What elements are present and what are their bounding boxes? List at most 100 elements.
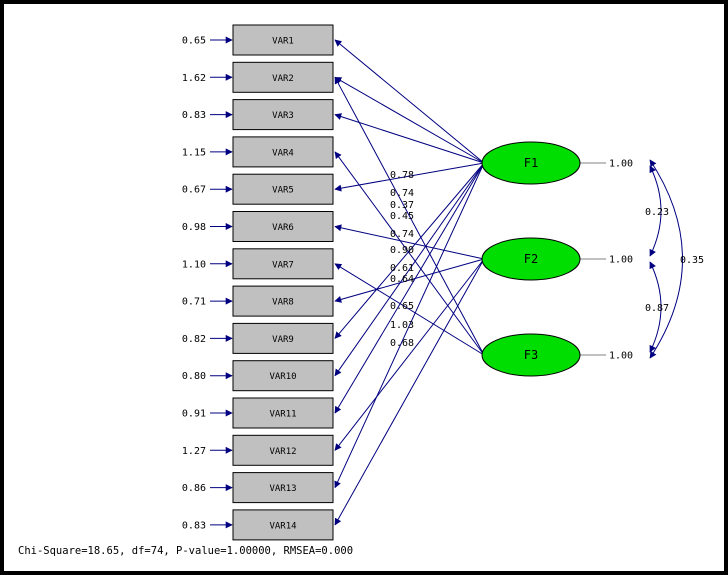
- variable-box: [232, 360, 334, 392]
- loading-path: [334, 162, 485, 377]
- error-variance-label: 0.71: [182, 297, 206, 308]
- path-diagram: 0.230.350.87 VAR10.65VAR21.62VAR30.83VAR…: [182, 24, 704, 541]
- loading-labels: 0.780.740.370.450.740.900.610.640.651.03…: [390, 170, 414, 349]
- factor-ellipse: [481, 237, 581, 281]
- observed-variable: VAR8 0.71: [182, 285, 334, 317]
- loading-coefficient: 0.74: [390, 229, 414, 240]
- loading-coefficient: 0.65: [390, 301, 414, 312]
- error-variance-label: 0.82: [182, 334, 206, 345]
- loading-path: [334, 76, 485, 164]
- observed-variable: VAR5 0.67: [182, 173, 334, 205]
- variable-label: VAR2: [272, 74, 294, 84]
- loading-coefficient: 0.64: [390, 274, 414, 285]
- error-variance-label: 0.91: [182, 409, 206, 420]
- observed-variable: VAR7 1.10: [182, 248, 334, 280]
- observed-variable: VAR9 0.82: [182, 322, 334, 354]
- variable-box: [232, 173, 334, 205]
- variable-box: [232, 397, 334, 429]
- error-variance-label: 0.80: [182, 371, 206, 382]
- variable-box: [232, 248, 334, 280]
- latent-factor: F2 1.00: [481, 237, 633, 281]
- loading-coefficient: 0.37: [390, 200, 414, 211]
- variable-label: VAR13: [269, 484, 296, 494]
- latent-factor: F3 1.00: [481, 333, 633, 377]
- variable-label: VAR8: [272, 298, 294, 308]
- variable-label: VAR9: [272, 335, 294, 345]
- loading-path: [334, 162, 485, 339]
- observed-variable: VAR11 0.91: [182, 397, 334, 429]
- error-variance-label: 1.62: [182, 73, 206, 84]
- loading-coefficient: 1.03: [390, 320, 414, 331]
- variable-label: VAR7: [272, 260, 294, 270]
- loading-path: [334, 258, 485, 526]
- factor-variance-label: 1.00: [609, 159, 633, 170]
- variable-box: [232, 509, 334, 541]
- error-variance-label: 0.98: [182, 222, 206, 233]
- factor-ellipse: [481, 141, 581, 185]
- variable-label: VAR5: [272, 186, 294, 196]
- variable-box: [232, 61, 334, 93]
- observed-variable: VAR2 1.62: [182, 61, 334, 93]
- observed-variable: VAR10 0.80: [182, 360, 334, 392]
- covariance-label: 0.23: [645, 207, 669, 218]
- variable-box: [232, 136, 334, 168]
- covariance-label: 0.35: [680, 255, 704, 266]
- error-variance-label: 1.10: [182, 259, 206, 270]
- loading-path: [334, 113, 485, 164]
- observed-variables: VAR10.65VAR21.62VAR30.83VAR41.15VAR50.67…: [182, 24, 334, 541]
- observed-variable: VAR1 0.65: [182, 24, 334, 56]
- observed-variable: VAR3 0.83: [182, 99, 334, 131]
- observed-variable: VAR6 0.98: [182, 211, 334, 242]
- covariance-arc: [649, 159, 683, 359]
- factor-variance-label: 1.00: [609, 255, 633, 266]
- observed-variable: VAR12 1.27: [182, 434, 334, 466]
- variable-box: [232, 99, 334, 131]
- error-variance-label: 0.83: [182, 520, 206, 531]
- variable-label: VAR6: [272, 223, 294, 233]
- variable-label: VAR4: [272, 148, 294, 158]
- loading-path: [334, 258, 485, 451]
- loading-path: [334, 224, 485, 260]
- loading-coefficient: 0.68: [390, 338, 414, 349]
- error-variance-label: 0.83: [182, 110, 206, 121]
- loading-coefficient: 0.61: [390, 263, 414, 274]
- variable-label: VAR3: [272, 111, 294, 121]
- fit-statistics: Chi-Square=18.65, df=74, P-value=1.00000…: [18, 545, 354, 557]
- variable-label: VAR1: [272, 37, 294, 47]
- loading-path: [334, 162, 485, 192]
- covariance-arc: [649, 261, 662, 353]
- variable-box: [232, 211, 334, 242]
- loading-path: [334, 151, 485, 356]
- variable-label: VAR11: [269, 410, 296, 420]
- factor-label: F2: [524, 252, 538, 266]
- variable-label: VAR10: [269, 372, 296, 382]
- loading-path: [334, 162, 485, 489]
- loading-coefficient: 0.78: [390, 170, 414, 181]
- covariance-label: 0.87: [645, 303, 669, 314]
- observed-variable: VAR14 0.83: [182, 509, 334, 541]
- observed-variable: VAR4 1.15: [182, 136, 334, 168]
- factor-variance-label: 1.00: [609, 351, 633, 362]
- loading-coefficient: 0.45: [390, 211, 414, 222]
- factor-ellipse: [481, 333, 581, 377]
- loading-path: [334, 263, 485, 356]
- loading-coefficient: 0.74: [390, 188, 414, 199]
- loading-path: [334, 39, 485, 164]
- variable-box: [232, 322, 334, 354]
- error-variance-label: 1.15: [182, 147, 206, 158]
- variable-box: [232, 24, 334, 56]
- error-variance-label: 0.67: [182, 185, 206, 196]
- error-variance-label: 0.86: [182, 483, 206, 494]
- variable-label: VAR14: [269, 521, 296, 531]
- variable-label: VAR12: [269, 447, 296, 457]
- loading-path: [334, 258, 485, 303]
- error-variance-label: 1.27: [182, 446, 206, 457]
- factor-label: F3: [524, 348, 538, 362]
- loading-coefficient: 0.90: [390, 245, 414, 256]
- error-variance-label: 0.65: [182, 36, 206, 47]
- variable-box: [232, 285, 334, 317]
- factor-covariances: 0.23 0.35 0.87: [645, 159, 704, 359]
